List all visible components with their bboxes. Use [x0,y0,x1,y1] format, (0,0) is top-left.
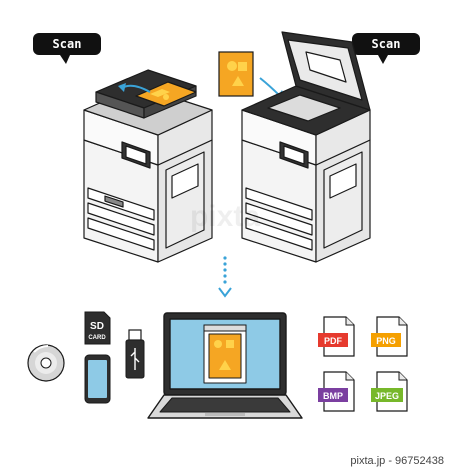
scan-bubble-left-icon: Scan [33,33,101,64]
document-icon [218,51,254,97]
jpeg-file-icon: JPEG [371,371,408,412]
copier-right-icon [241,31,371,263]
smartphone-icon [84,354,111,404]
sd-label-line2: CARD [88,335,106,341]
file-label-jpeg: JPEG [375,391,399,401]
file-label-png: PNG [376,336,396,346]
down-arrow-icon [218,256,232,298]
copier-left-icon [83,69,213,263]
file-label-pdf: PDF [324,336,343,346]
watermark-logo: pixta [190,200,260,233]
feed-arrow-left-icon [118,83,151,93]
scan-bubble-right-icon: Scan [352,33,420,64]
sd-label-line1: SD [90,321,104,332]
sd-card-icon: SD CARD [84,311,111,345]
watermark-text: pixta.jp - 96752438 [350,455,444,467]
bmp-file-icon: BMP [318,371,355,412]
laptop-icon [147,312,303,419]
scan-label-left: Scan [53,37,82,51]
file-label-bmp: BMP [323,391,343,401]
usb-icon [125,329,145,379]
cd-icon [27,344,65,382]
scan-label-right: Scan [372,37,401,51]
pdf-file-icon: PDF [318,316,355,357]
png-file-icon: PNG [371,316,408,357]
